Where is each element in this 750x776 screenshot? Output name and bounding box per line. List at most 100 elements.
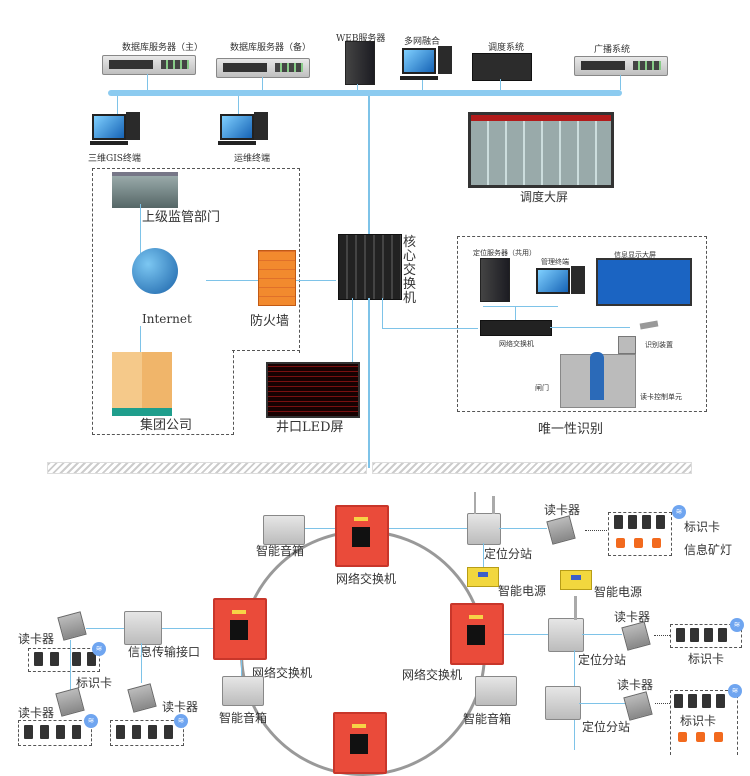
smart-speaker-icon[interactable] (222, 676, 264, 706)
card-reader-label-6: 读卡器 (162, 700, 199, 714)
tower-server-icon[interactable] (345, 41, 375, 85)
explosion-proof-switch-icon[interactable] (333, 712, 387, 774)
dispatch-system-label: 调度系统 (488, 43, 525, 53)
desktop-computer-icon[interactable] (402, 48, 436, 74)
link (241, 660, 242, 676)
wifi-icon: ≋ (174, 714, 188, 728)
link (579, 703, 625, 704)
link (140, 326, 141, 356)
link (500, 79, 501, 90)
id-card-group (670, 624, 742, 648)
card-reader-label-1: 读卡器 (544, 503, 581, 517)
firewall-icon[interactable] (258, 250, 296, 306)
desktop-computer-icon[interactable] (536, 268, 570, 294)
keyboard-icon (218, 141, 256, 145)
positioning-station-label-3: 定位分站 (582, 720, 631, 734)
smart-power-label-1: 智能电源 (498, 584, 547, 598)
recognition-device-icon[interactable] (618, 336, 636, 354)
backbone-bus (108, 90, 622, 96)
external-zone-border-lower (92, 350, 234, 435)
id-card-icon (656, 515, 665, 529)
id-card-icon (148, 725, 157, 739)
smart-power-icon[interactable] (560, 570, 592, 590)
smart-speaker-icon[interactable] (475, 676, 517, 706)
id-card-icon (614, 515, 623, 529)
desktop-computer-icon[interactable] (220, 114, 254, 140)
link (382, 298, 383, 328)
link (620, 75, 621, 90)
link (483, 306, 558, 307)
led-screen-icon[interactable] (266, 362, 360, 418)
pc-tower-icon (126, 112, 140, 140)
smart-power-icon[interactable] (467, 567, 499, 587)
info-lamp-label: 信息矿灯 (684, 543, 733, 557)
smart-speaker-icon[interactable] (263, 515, 305, 545)
wifi-icon: ≋ (728, 684, 742, 698)
gate-label: 闸门 (535, 384, 549, 392)
video-wall-icon[interactable] (468, 112, 614, 188)
id-card-group (18, 720, 92, 746)
info-display-screen-icon[interactable] (596, 258, 692, 306)
dispatch-big-screen-label: 调度大屏 (520, 190, 569, 204)
id-card-icon (34, 652, 43, 666)
broadcast-system-label: 广播系统 (594, 45, 631, 55)
core-switch-label: 核心交换机 (403, 235, 417, 306)
positioning-station-icon[interactable] (545, 686, 581, 720)
card-reader-icon[interactable] (621, 621, 651, 651)
group-company-label: 集团公司 (140, 418, 193, 433)
id-card-icon (716, 694, 725, 708)
wifi-icon: ≋ (672, 505, 686, 519)
id-card-group (28, 648, 100, 672)
ops-terminal-label: 运维终端 (234, 154, 271, 164)
card-reader-icon[interactable] (623, 691, 653, 721)
management-terminal-label: 管理终端 (541, 258, 569, 266)
positioning-station-icon[interactable] (548, 618, 584, 652)
card-control-unit-label: 读卡控制单元 (640, 393, 682, 401)
id-network-switch-label: 网络交换机 (499, 340, 534, 348)
link (550, 327, 630, 328)
dispatch-console-icon[interactable] (472, 53, 532, 81)
ring-switch-label-right: 网络交换机 (402, 668, 463, 682)
id-card-group (608, 512, 672, 556)
link (140, 204, 141, 254)
card-reader-icon[interactable] (55, 687, 85, 717)
card-reader-icon[interactable] (127, 683, 157, 713)
db-server-main-label: 数据库服务器（主） (122, 43, 204, 53)
internet-globe-icon[interactable] (132, 248, 178, 294)
card-reader-label-2: 读卡器 (614, 610, 651, 624)
network-switch-icon[interactable] (480, 320, 552, 336)
link (368, 96, 370, 236)
office-building-icon (112, 352, 172, 416)
link-dotted (655, 703, 670, 704)
smart-speaker-label-top: 智能音箱 (256, 544, 305, 558)
id-card-icon (704, 628, 713, 642)
tower-server-icon[interactable] (480, 258, 510, 302)
positioning-station-icon[interactable] (467, 513, 501, 545)
rack-server-icon[interactable] (574, 56, 668, 76)
card-reader-label-3: 读卡器 (617, 678, 654, 692)
pc-tower-icon (254, 112, 268, 140)
link (141, 643, 142, 683)
card-reader-icon[interactable] (57, 611, 87, 641)
core-switch-icon[interactable] (338, 234, 402, 300)
info-lamp-icon (616, 538, 625, 548)
explosion-proof-switch-icon[interactable] (450, 603, 504, 665)
pc-tower-icon (438, 46, 452, 74)
rack-server-icon[interactable] (102, 55, 196, 75)
info-transmission-interface-icon[interactable] (124, 611, 162, 645)
id-card-icon (674, 694, 683, 708)
explosion-proof-switch-icon[interactable] (213, 598, 267, 660)
rack-server-icon[interactable] (216, 58, 310, 78)
ring-switch-label-top: 网络交换机 (336, 572, 397, 586)
link (499, 528, 547, 529)
id-card-icon (72, 725, 81, 739)
explosion-proof-switch-icon[interactable] (335, 505, 389, 567)
info-display-label: 信息显示大屏 (614, 251, 656, 259)
id-card-label-2: 标识卡 (688, 652, 725, 666)
desktop-computer-icon[interactable] (92, 114, 126, 140)
card-reader-icon[interactable] (546, 515, 576, 545)
link (483, 543, 484, 567)
card-reader-label-4: 读卡器 (18, 632, 55, 646)
external-zone-border-step (232, 350, 300, 351)
internet-label: Internet (142, 312, 192, 326)
